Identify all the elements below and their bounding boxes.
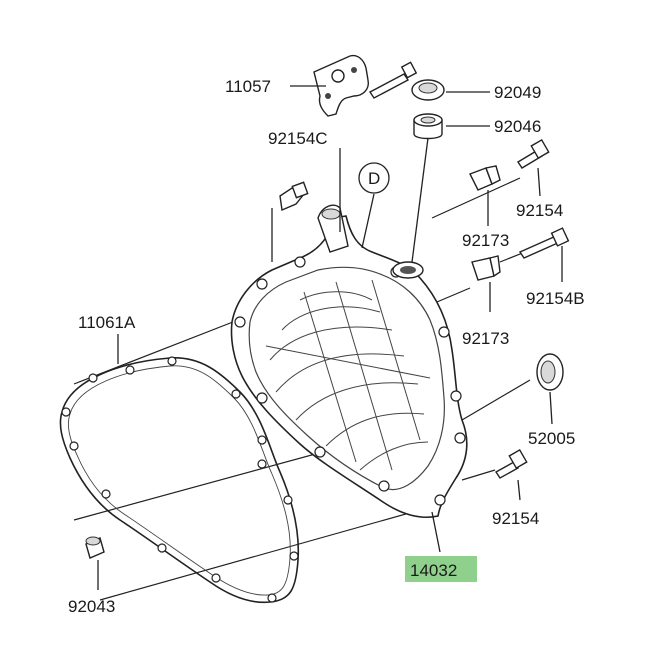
gasket-11061a bbox=[59, 356, 300, 604]
label-92173-lower: 92173 bbox=[462, 329, 509, 348]
dowel-92043 bbox=[85, 536, 105, 559]
label-92046: 92046 bbox=[494, 117, 541, 136]
leader-lines bbox=[97, 85, 563, 590]
bracket-11057 bbox=[313, 54, 369, 117]
label-d: D bbox=[368, 169, 380, 188]
label-92154b: 92154B bbox=[526, 289, 585, 308]
label-11057: 11057 bbox=[225, 77, 271, 96]
bolt-92154c bbox=[279, 181, 309, 212]
label-14032: 14032 bbox=[410, 561, 457, 580]
bolt-92154-lower bbox=[494, 448, 528, 479]
bearing-92046 bbox=[413, 113, 443, 140]
label-92049: 92049 bbox=[494, 83, 541, 102]
bolt-92154b bbox=[518, 227, 570, 259]
bracket-bolt bbox=[368, 61, 418, 99]
label-92043: 92043 bbox=[68, 597, 115, 616]
highlight-box bbox=[405, 556, 477, 582]
clamp-92173-lower bbox=[471, 255, 501, 281]
label-92154-lower: 92154 bbox=[492, 509, 539, 528]
clutch-cover-14032 bbox=[230, 204, 468, 518]
label-52005: 52005 bbox=[528, 429, 575, 448]
bolt-92154-upper bbox=[517, 138, 550, 169]
seal-92049 bbox=[411, 79, 445, 101]
seal-52005 bbox=[536, 353, 564, 391]
label-92154c: 92154C bbox=[268, 129, 328, 148]
label-11061a: 11061A bbox=[78, 313, 136, 332]
part-labels: 11057 92049 92046 92154C D 92154 92173 9… bbox=[68, 77, 585, 616]
callout-d-circle bbox=[358, 162, 390, 194]
clamp-92173-upper bbox=[469, 165, 501, 191]
label-92173-upper: 92173 bbox=[462, 231, 509, 250]
label-92154-upper: 92154 bbox=[516, 201, 563, 220]
